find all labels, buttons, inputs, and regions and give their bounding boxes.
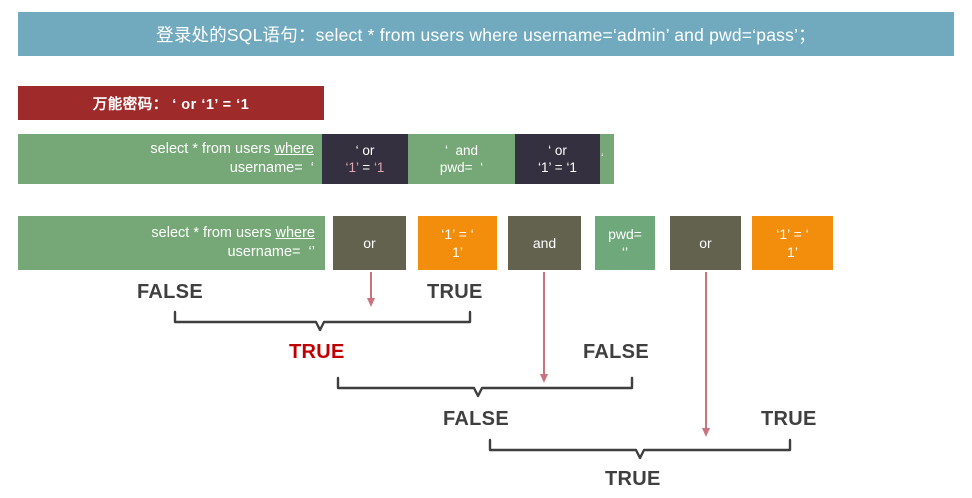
arrow-down-or-1: [367, 272, 375, 307]
injected-or-2-lines: ‘ or‘1’ = ‘1: [538, 142, 577, 175]
token-true-2-lines: ‘1’ = ‘1’: [776, 225, 809, 260]
sql-statement-banner: 登录处的SQL语句：select * from users where user…: [18, 12, 954, 56]
injected-or-1-lines: ‘ or‘1’ = ‘1: [345, 142, 385, 175]
eval-label-false-1: FALSE: [137, 281, 203, 303]
eval-label-result-1: TRUE: [289, 341, 345, 363]
token-and-label: and: [532, 234, 557, 251]
eval-label-result-3: TRUE: [605, 468, 661, 490]
eval-label-false-2: FALSE: [583, 341, 649, 363]
arrow-down-or-2: [702, 272, 710, 437]
token-or-2-label: or: [699, 234, 712, 251]
token-block-and: and: [508, 216, 581, 270]
arrow-down-and: [540, 272, 548, 383]
token-block-true-2: ‘1’ = ‘1’: [752, 216, 833, 270]
sql-statement-banner-text: 登录处的SQL语句：select * from users where user…: [156, 24, 816, 45]
injected-tail-quote: ‘: [601, 151, 604, 166]
eval-label-true-1: TRUE: [427, 281, 483, 303]
universal-password-text: 万能密码： ‘ or ‘1’ = ‘1: [92, 96, 250, 113]
injected-segment-tail: ‘: [600, 134, 614, 184]
token-true-1-lines: ‘1’ = ‘1’: [441, 225, 474, 260]
injected-segment-or-2: ‘ or‘1’ = ‘1: [515, 134, 600, 184]
token-block-or-1: or: [333, 216, 406, 270]
eval-label-true-2: TRUE: [761, 408, 817, 430]
token-block-or-2: or: [670, 216, 741, 270]
injected-segment-or-1: ‘ or‘1’ = ‘1: [322, 134, 408, 184]
token-block-pwd: pwd=‘’: [595, 216, 655, 270]
bracket-group-2: [336, 376, 634, 398]
eval-label-result-2: FALSE: [443, 408, 509, 430]
token-block-true-1: ‘1’ = ‘1’: [418, 216, 497, 270]
token-pwd-lines: pwd=‘’: [608, 225, 642, 260]
bracket-group-1: [173, 310, 472, 332]
token-or-1-label: or: [363, 234, 376, 251]
bracket-group-3: [488, 438, 792, 460]
universal-password-box: 万能密码： ‘ or ‘1’ = ‘1: [18, 86, 324, 120]
